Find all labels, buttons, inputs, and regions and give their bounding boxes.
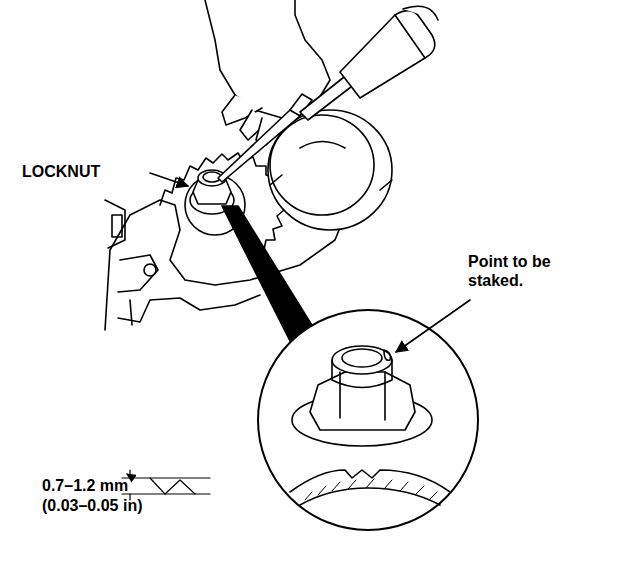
dimension-mark: [122, 470, 210, 500]
zoom-beam: [222, 206, 318, 345]
sprocket: [160, 153, 284, 256]
leader-line: [396, 300, 470, 352]
leader-line: [150, 173, 188, 186]
note-label: Point to be staked.: [468, 252, 578, 290]
hammer: [300, 6, 438, 120]
detail-circle: [258, 310, 478, 530]
dimension-label: 0.7–1.2 mm: [42, 476, 128, 495]
part-name: LOCKNUT: [22, 162, 100, 181]
dimension-label: (0.03–0.05 in): [42, 496, 143, 515]
hand: [205, 0, 330, 145]
punch: [218, 94, 312, 182]
